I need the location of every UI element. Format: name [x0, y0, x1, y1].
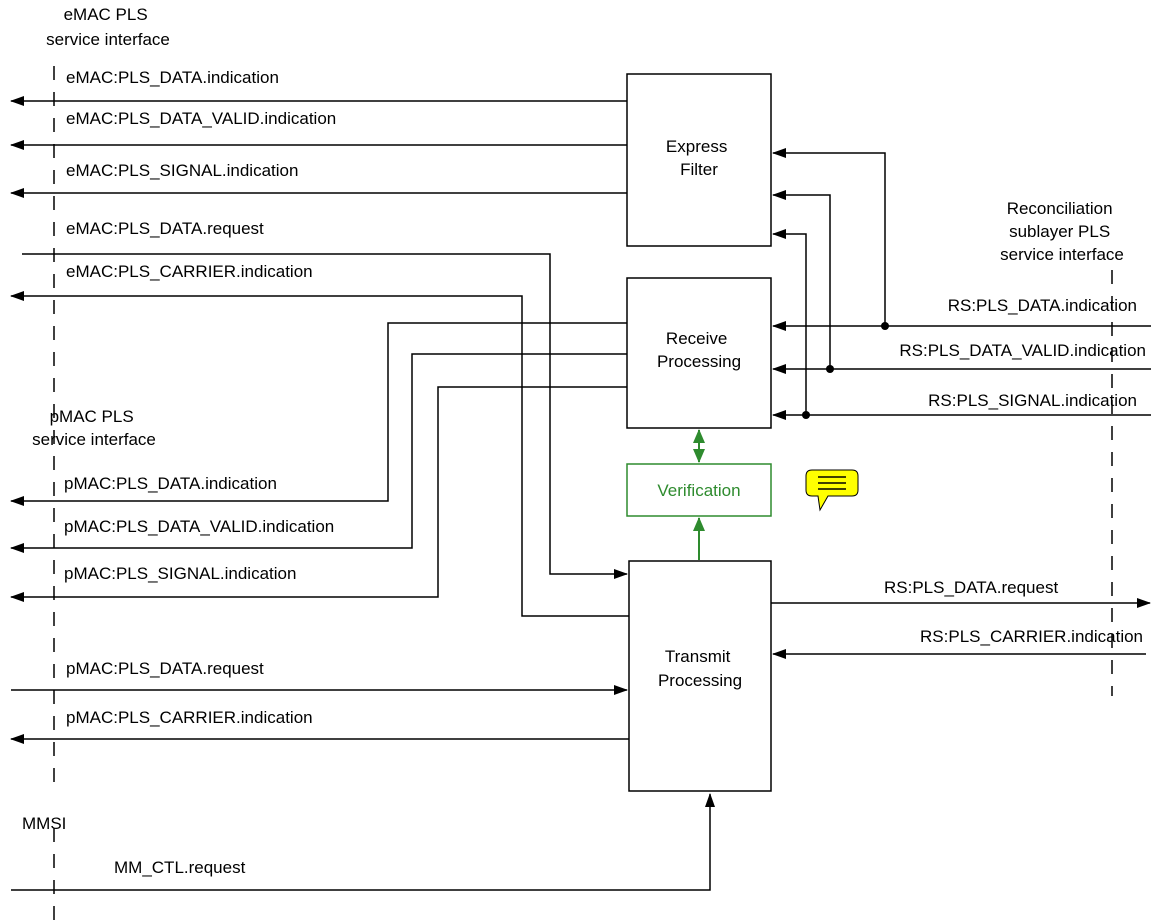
pmac-data-ind-arrow — [10, 322, 627, 506]
verification-label: Verification — [657, 481, 740, 500]
verification-block — [626, 463, 772, 517]
pmac-carrier-ind-label: pMAC:PLS_CARRIER.indication — [66, 708, 313, 727]
pmac-data-valid-ind-label: pMAC:PLS_DATA_VALID.indication — [64, 517, 334, 536]
rs-data-req-label: RS:PLS_DATA.request — [884, 578, 1058, 597]
pmac-interface-label: pMAC PLS service interface — [32, 407, 156, 449]
emac-signal-ind-label: eMAC:PLS_SIGNAL.indication — [66, 161, 298, 180]
rs-data-valid-ind-tap — [772, 190, 831, 369]
express-filter-label: Express Filter — [666, 137, 732, 179]
receive-processing-label: Receive Processing — [657, 329, 741, 371]
rs-data-ind-junction — [881, 322, 889, 330]
pmac-data-req-label: pMAC:PLS_DATA.request — [66, 659, 264, 678]
emac-carrier-ind-label: eMAC:PLS_CARRIER.indication — [66, 262, 313, 281]
pmac-data-ind-label: pMAC:PLS_DATA.indication — [64, 474, 277, 493]
rs-signal-ind-label: RS:PLS_SIGNAL.indication — [928, 391, 1137, 410]
emac-data-req-arrow — [22, 253, 628, 579]
rs-data-ind-label: RS:PLS_DATA.indication — [948, 296, 1137, 315]
emac-carrier-ind-arrow — [10, 291, 629, 617]
mmsi-label: MMSI — [22, 814, 66, 833]
rs-data-valid-ind-junction — [826, 365, 834, 373]
rs-data-ind-tap — [772, 148, 886, 326]
emac-data-ind-label: eMAC:PLS_DATA.indication — [66, 68, 279, 87]
receive-processing-block — [626, 277, 772, 429]
emac-interface-label: eMAC PLS service interface — [46, 5, 170, 49]
rs-signal-ind-tap — [772, 229, 807, 415]
express-filter-block — [626, 73, 772, 247]
rs-carrier-ind-label: RS:PLS_CARRIER.indication — [920, 627, 1143, 646]
pmac-data-valid-ind-arrow — [10, 353, 627, 553]
transmit-processing-label: Transmit Processing — [658, 647, 742, 690]
pmac-signal-ind-arrow — [10, 386, 627, 602]
pmac-signal-ind-label: pMAC:PLS_SIGNAL.indication — [64, 564, 296, 583]
rs-data-valid-ind-label: RS:PLS_DATA_VALID.indication — [899, 341, 1146, 360]
rs-signal-ind-junction — [802, 411, 810, 419]
mm-ctl-req-label: MM_CTL.request — [114, 858, 246, 877]
mm-ctl-req-arrow — [11, 793, 715, 891]
emac-data-valid-ind-label: eMAC:PLS_DATA_VALID.indication — [66, 109, 336, 128]
emac-data-req-label: eMAC:PLS_DATA.request — [66, 219, 264, 238]
transmit-processing-block — [628, 560, 772, 792]
comment-note-icon[interactable] — [805, 469, 859, 512]
rs-interface-label: Reconciliation sublayer PLS service inte… — [1000, 199, 1124, 264]
